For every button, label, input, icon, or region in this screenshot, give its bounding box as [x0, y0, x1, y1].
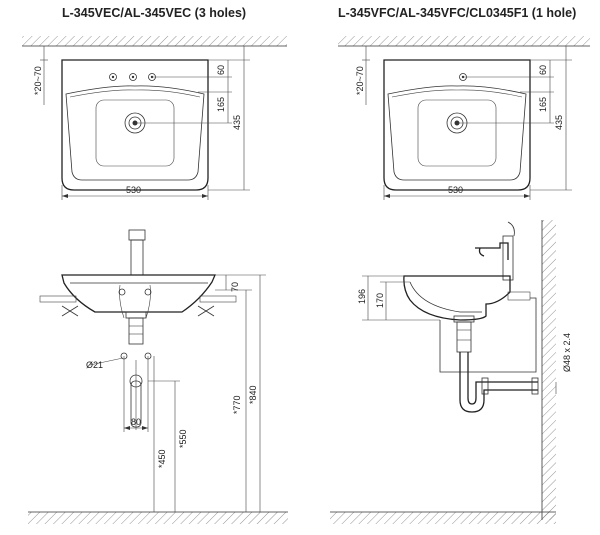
wall-hatch: [542, 220, 556, 520]
faucet-body: [130, 239, 144, 276]
dim-gap: *20~70: [355, 66, 365, 95]
faucet-handle: [128, 229, 146, 241]
dim-80: 80: [131, 417, 141, 427]
front-elevation-view: Ø21 80 *550 *450 *770 *840 70: [28, 229, 288, 524]
dim-60: 60: [538, 65, 548, 75]
basin-front: [61, 274, 216, 313]
wall-hatch: [338, 36, 590, 46]
floor-hatch: [330, 512, 556, 524]
dim-170: 170: [375, 293, 385, 308]
basin-side: [403, 275, 511, 321]
drain-pipe: [128, 317, 144, 345]
dim-165: 165: [216, 97, 226, 112]
dim-435: 435: [232, 115, 242, 130]
dim-770: *770: [232, 395, 242, 414]
dim-550: *550: [178, 429, 188, 448]
floor-hatch: [28, 512, 288, 524]
p-trap: [459, 352, 538, 413]
plan-view-3-holes: *20~70 60 165 435 530: [22, 36, 287, 200]
wall-hatch: [22, 36, 287, 46]
basin-outline: [383, 59, 531, 191]
dim-840: *840: [248, 385, 258, 404]
dim-196: 196: [357, 289, 367, 304]
dim-width: 530: [448, 185, 463, 195]
dim-165: 165: [538, 97, 548, 112]
basin-outline: [61, 59, 209, 191]
plan-view-1-hole: *20~70 60 165 435 530: [338, 36, 590, 200]
dim-width: 530: [126, 185, 141, 195]
dim-pipe: Ø48 x 2.4: [562, 333, 572, 372]
title-1-hole: L-345VFC/AL-345VFC/CL0345F1 (1 hole): [338, 6, 577, 20]
title-3-holes: L-345VEC/AL-345VEC (3 holes): [62, 6, 247, 20]
dim-450: *450: [157, 449, 167, 468]
faucet-side: [475, 242, 509, 260]
drain-pipe: [456, 321, 472, 353]
dim-60: 60: [216, 65, 226, 75]
dim-dia21: Ø21: [86, 360, 103, 370]
dim-435: 435: [554, 115, 564, 130]
dim-70: 70: [230, 282, 240, 292]
side-elevation-view: 196 170 Ø48 x 2.4: [330, 220, 572, 524]
dim-gap: *20~70: [33, 66, 43, 95]
